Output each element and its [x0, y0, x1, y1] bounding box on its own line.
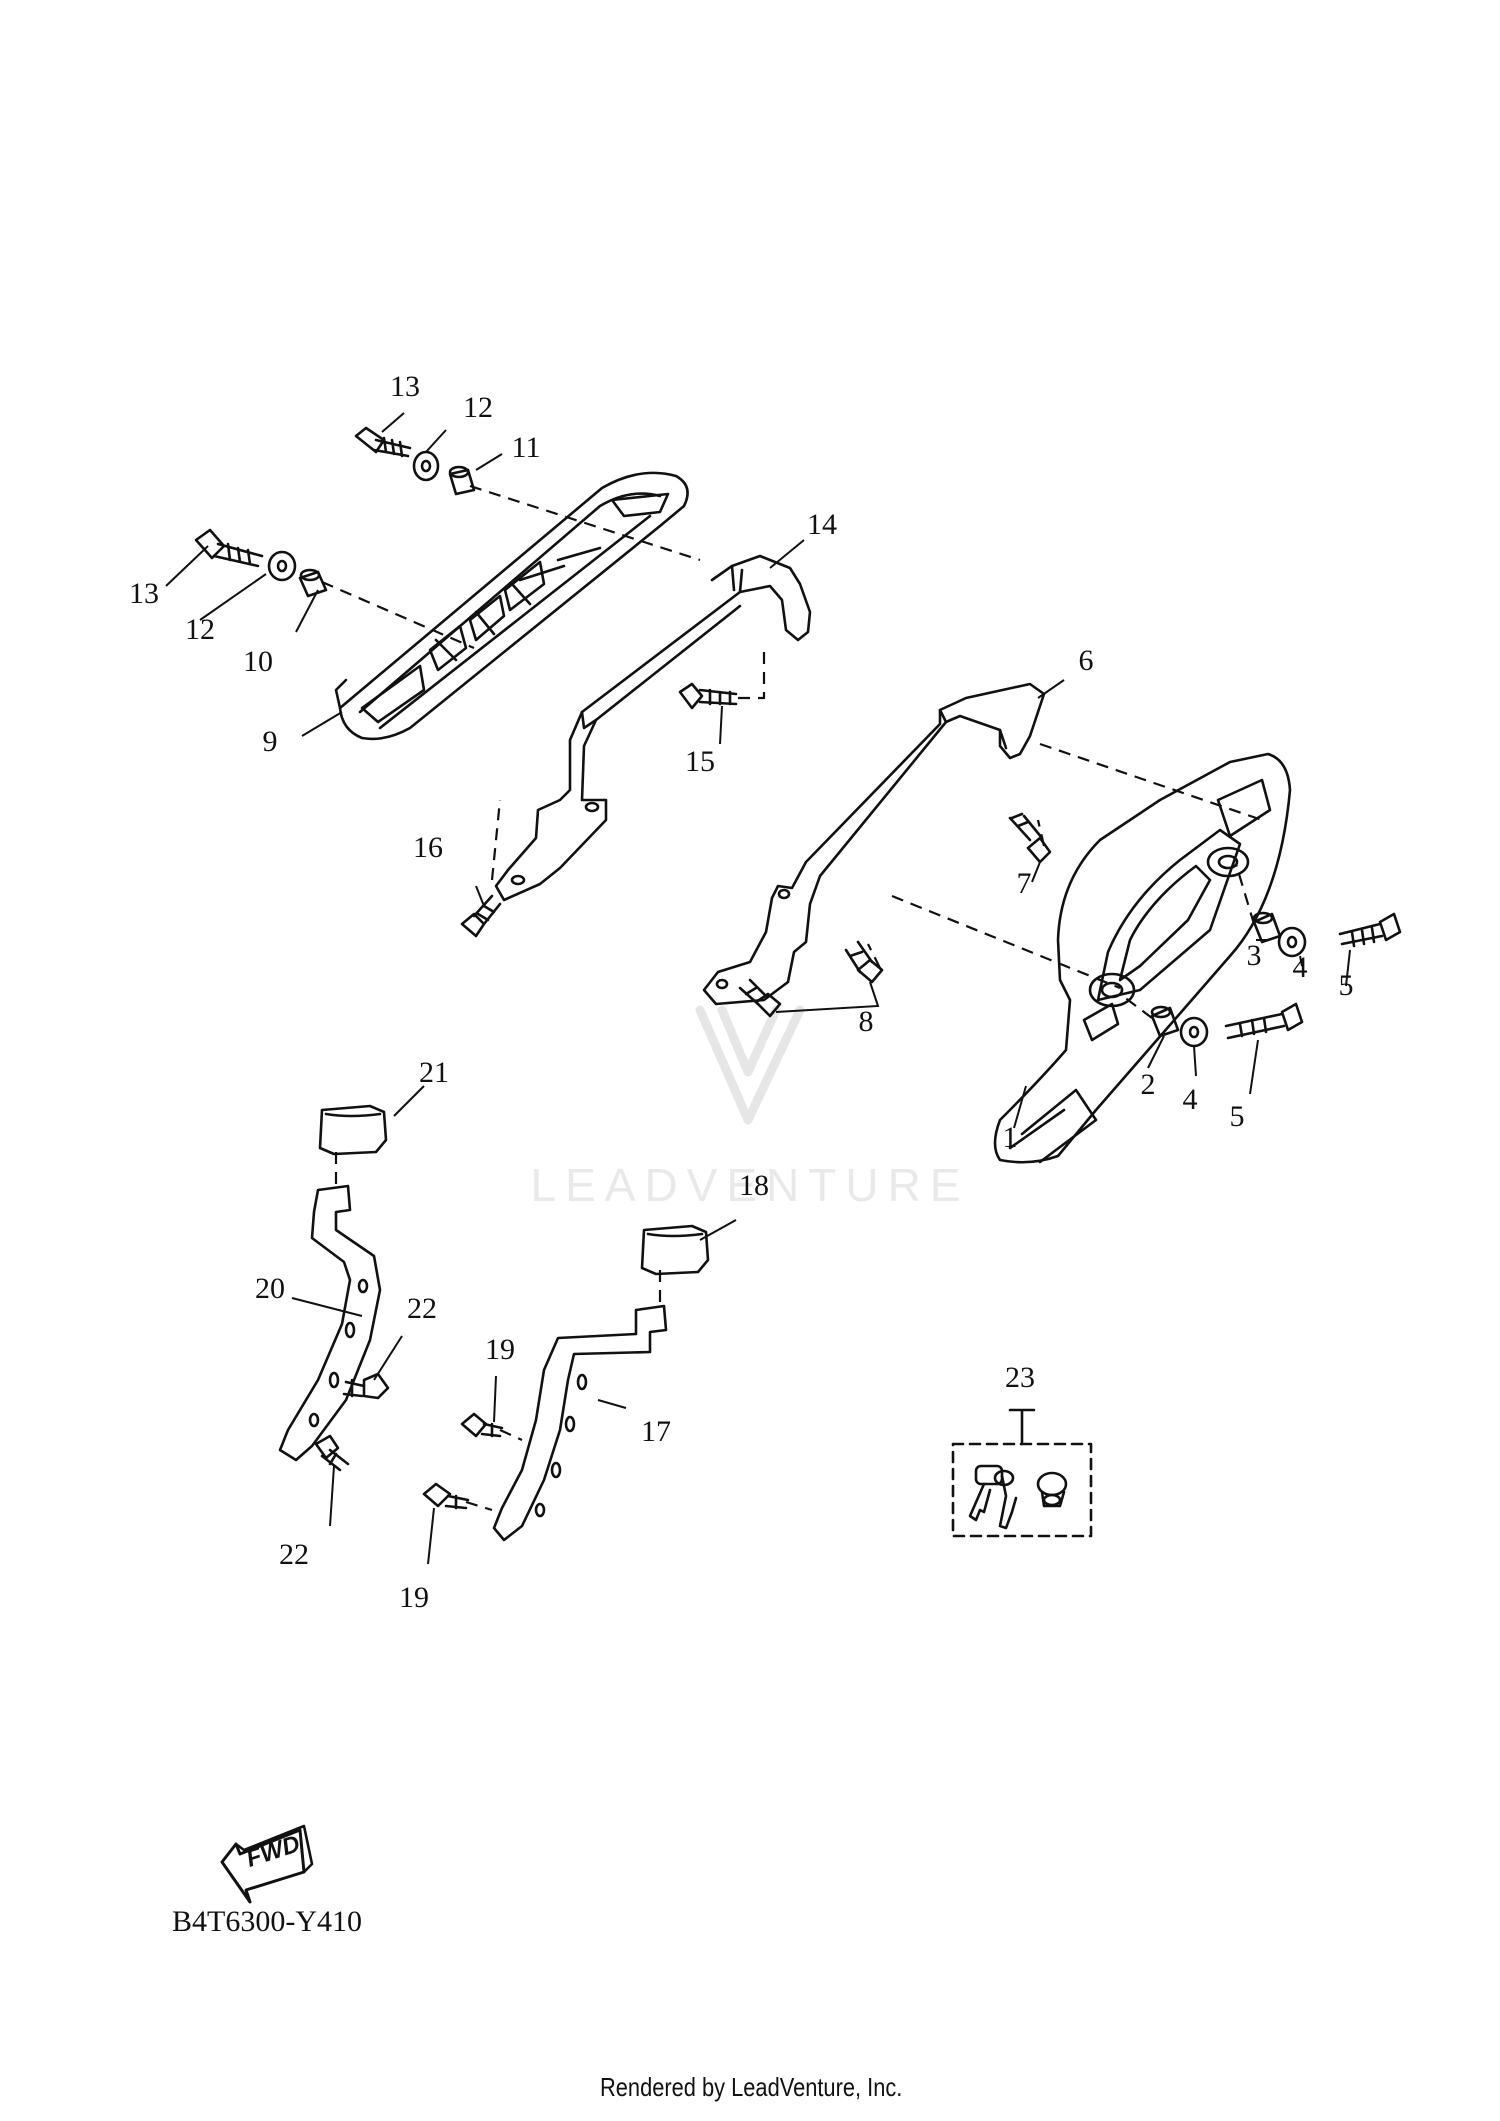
callout-17: 17	[641, 1415, 671, 1448]
diagram-code: B4T6300-Y410	[172, 1905, 362, 1938]
render-credit: Rendered by LeadVenture, Inc.	[600, 2072, 903, 2102]
callout-12-upper: 12	[463, 391, 493, 424]
callout-2: 2	[1140, 1068, 1156, 1101]
callout-4-lower: 4	[1182, 1083, 1198, 1116]
grab-handle-right-part-1	[993, 752, 1292, 1164]
bolt-part-16	[460, 894, 502, 938]
watermark-text: LEADVENTURE	[530, 1159, 970, 1211]
callout-19-lower: 19	[399, 1581, 429, 1614]
callout-14: 14	[807, 508, 837, 541]
bracket-right-part-6	[702, 682, 1046, 1006]
bolt-part-13-lower	[194, 528, 264, 568]
rubber-pad-part-21	[318, 1104, 388, 1156]
rubber-pad-part-18	[640, 1224, 710, 1276]
collar-part-2	[1150, 1005, 1180, 1038]
callout-7: 7	[1016, 867, 1032, 900]
callout-19-upper: 19	[485, 1333, 515, 1366]
callout-23: 23	[1005, 1361, 1035, 1394]
callout-9: 9	[262, 725, 278, 758]
callout-11: 11	[511, 431, 541, 464]
leader-lines	[165, 412, 1351, 1565]
assembly-lines	[321, 484, 1263, 1512]
callout-10: 10	[243, 645, 273, 678]
bracket-left-part-14	[494, 554, 812, 902]
callout-13-upper: 13	[390, 370, 420, 403]
bolt-part-19-lower	[422, 1482, 470, 1510]
bolts-part-8	[738, 940, 884, 1018]
bolt-part-13-upper	[354, 426, 412, 458]
callout-16: 16	[413, 831, 443, 864]
callout-20: 20	[255, 1272, 285, 1305]
bolt-part-19-upper	[460, 1412, 504, 1438]
callout-4-upper: 4	[1292, 951, 1308, 984]
callout-22-lower: 22	[279, 1538, 309, 1571]
washer-part-4-lower	[1179, 1016, 1209, 1048]
collar-part-10	[298, 568, 328, 598]
callout-22-upper: 22	[407, 1292, 437, 1325]
bolt-part-22-upper	[342, 1372, 390, 1400]
callout-8: 8	[858, 1005, 874, 1038]
bolt-part-15	[678, 682, 738, 710]
bracket-part-17	[492, 1304, 668, 1542]
callout-13-lower: 13	[129, 577, 159, 610]
callout-12-lower: 12	[185, 613, 215, 646]
washer-part-4-upper	[1277, 926, 1307, 958]
bolt-part-5-lower	[1224, 1002, 1304, 1040]
washer-part-12-lower	[267, 550, 297, 582]
fwd-arrow-icon	[220, 1824, 314, 1904]
callout-18: 18	[739, 1169, 769, 1202]
bolt-part-22-lower	[314, 1434, 350, 1472]
bolt-part-5-upper	[1338, 912, 1402, 948]
callout-5-lower: 5	[1229, 1100, 1245, 1133]
callout-3: 3	[1246, 939, 1262, 972]
callout-6: 6	[1078, 644, 1094, 677]
callout-5-upper: 5	[1338, 969, 1354, 1002]
grab-handle-left-part-9	[334, 471, 689, 741]
callout-21: 21	[419, 1056, 449, 1089]
bolt-part-7	[1008, 812, 1052, 864]
key-set-part-23	[951, 1408, 1093, 1538]
callout-15: 15	[685, 745, 715, 778]
washer-part-12-upper	[412, 450, 440, 482]
watermark-logo	[695, 1005, 805, 1125]
bracket-part-20	[278, 1184, 382, 1462]
collar-part-11	[448, 465, 476, 496]
callout-1: 1	[1002, 1121, 1018, 1154]
